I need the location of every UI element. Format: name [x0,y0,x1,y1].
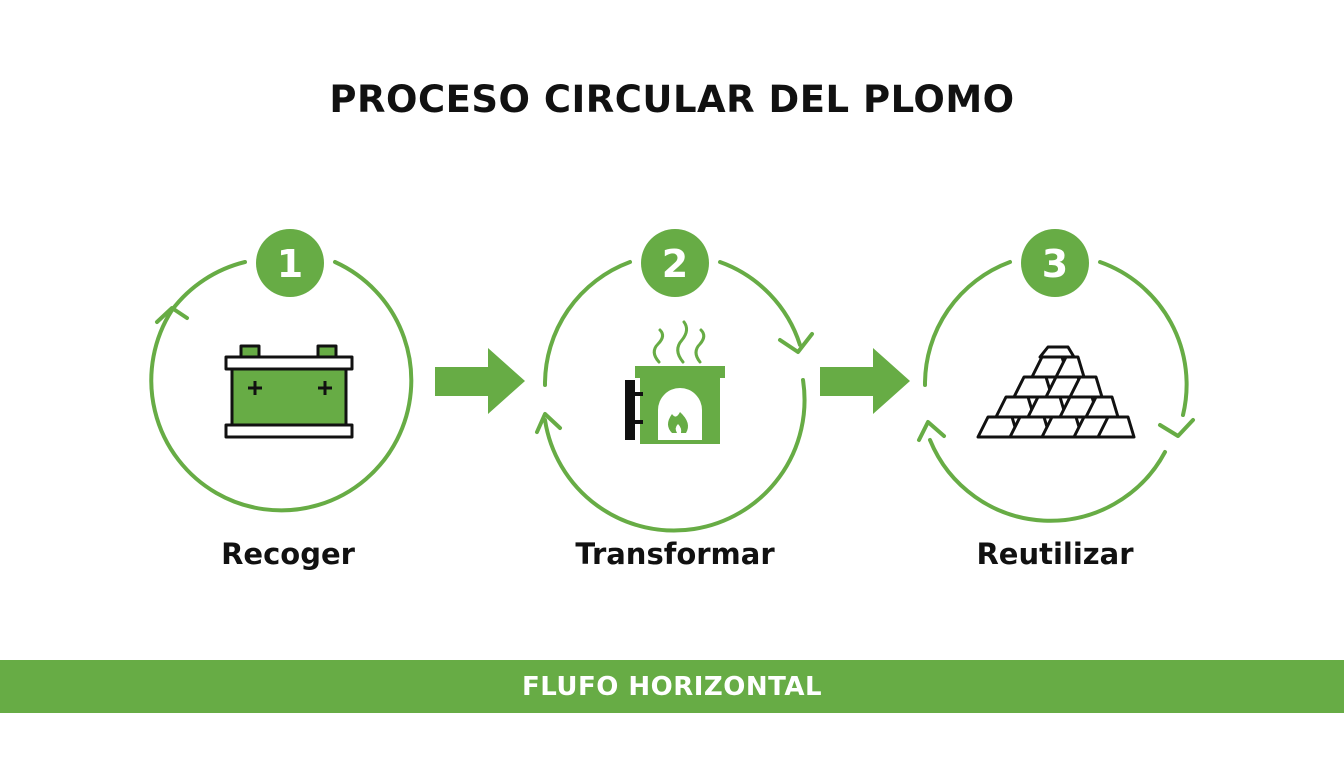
arrowhead-1 [155,306,189,324]
arrowhead-2a [778,332,814,354]
step-2-cycle [535,260,814,533]
connector-arrow-1 [435,348,525,414]
furnace-icon [625,320,725,444]
step-1-label: Recoger [221,537,355,571]
step-3-label: Reutilizar [976,537,1134,571]
step-1-badge: 1 [256,229,324,297]
svg-text:3: 3 [1042,242,1068,286]
arrowhead-3a [1158,418,1195,438]
step-3-badge: 3 [1021,229,1089,297]
svg-text:2: 2 [662,242,688,286]
step-2-label: Transformar [575,537,775,571]
banner-text: FLUFO HORIZONTAL [521,671,823,702]
step-1-cycle [149,260,414,513]
step-3-cycle [917,260,1195,523]
arrowhead-3b [917,420,946,442]
battery-icon [224,344,354,439]
step-2-badge: 2 [641,229,709,297]
diagram-title: PROCESO CIRCULAR DEL PLOMO [329,78,1015,121]
connector-arrow-2 [820,348,910,414]
arrowhead-2b [535,412,562,434]
footer-banner: FLUFO HORIZONTAL [0,660,1344,713]
svg-text:1: 1 [277,242,303,286]
ingots-icon [976,345,1136,439]
